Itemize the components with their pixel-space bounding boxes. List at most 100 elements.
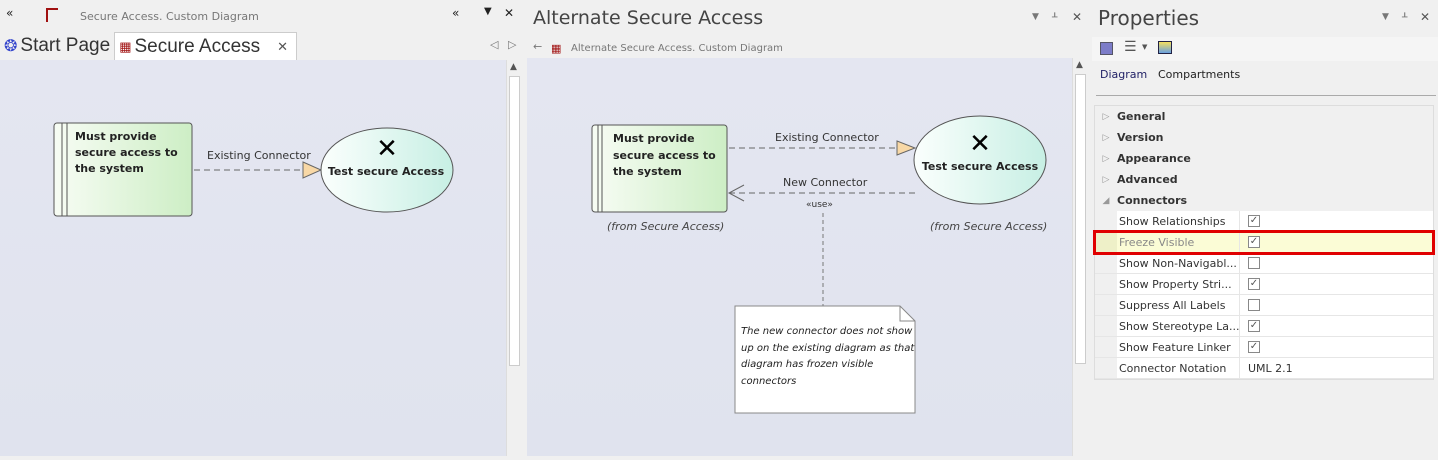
- note-text: up on the existing diagram as that: [741, 343, 915, 354]
- pin-icon[interactable]: ᚆ: [1402, 10, 1408, 23]
- diagram-icon: ▦: [119, 38, 132, 54]
- checkbox[interactable]: ✓: [1248, 278, 1260, 290]
- tab-scroll-left-icon[interactable]: ◁: [490, 38, 499, 51]
- property-row[interactable]: Show Stereotype La...✓: [1095, 316, 1433, 337]
- note-element[interactable]: The new connector does not show up on th…: [734, 305, 916, 414]
- category-label: Advanced: [1117, 173, 1178, 186]
- start-page-icon: ❂: [4, 38, 18, 55]
- note-text: connectors: [741, 376, 796, 387]
- tab-diagram[interactable]: Diagram: [1100, 68, 1148, 81]
- close-icon[interactable]: ✕: [1420, 10, 1431, 24]
- property-connector-notation[interactable]: Connector Notation UML 2.1: [1095, 358, 1433, 379]
- requirement-text: Must provide: [613, 132, 695, 145]
- checkbox[interactable]: ✓: [1248, 341, 1260, 353]
- property-name: Show Non-Navigabl...: [1117, 253, 1240, 273]
- checkbox[interactable]: ✓: [1248, 236, 1260, 248]
- property-row[interactable]: Show Non-Navigabl...: [1095, 253, 1433, 274]
- expand-icon[interactable]: ▷: [1102, 111, 1110, 122]
- property-value[interactable]: UML 2.1: [1248, 361, 1293, 375]
- property-row[interactable]: Freeze Visible ✓: [1093, 230, 1435, 255]
- existing-connector[interactable]: Existing Connector: [194, 149, 323, 179]
- dropdown-icon[interactable]: ▼: [1032, 12, 1039, 22]
- expand-icon[interactable]: ▷: [1102, 153, 1110, 164]
- note-text: diagram has frozen visible: [741, 359, 873, 370]
- category-connectors[interactable]: ◢ Connectors: [1095, 190, 1433, 211]
- expand-icon[interactable]: ▷: [1102, 174, 1110, 185]
- collapse-icon[interactable]: ◢: [1102, 195, 1110, 206]
- scroll-thumb[interactable]: [509, 76, 520, 366]
- category-advanced[interactable]: ▷ Advanced: [1095, 169, 1433, 190]
- tab-bar: ❂ Start Page ▦ Secure Access ✕: [0, 31, 298, 60]
- requirement-text: the system: [75, 162, 144, 175]
- dropdown-icon[interactable]: ▼: [1142, 43, 1148, 51]
- back-arrow-icon[interactable]: ←: [533, 40, 543, 53]
- checkbox[interactable]: [1248, 299, 1260, 311]
- from-package-label: (from Secure Access): [930, 220, 1047, 233]
- pane-title: Properties: [1098, 6, 1200, 30]
- property-name: Suppress All Labels: [1117, 295, 1240, 315]
- properties-pane: Properties ▼ ᚆ ✕ ☰ ▼ Diagram Compartment…: [1092, 0, 1438, 456]
- tab-secure-access[interactable]: ▦ Secure Access ✕: [114, 32, 298, 60]
- tab-label: Start Page: [20, 35, 111, 56]
- property-row[interactable]: Show Relationships ✓: [1095, 211, 1433, 232]
- category-label: Connectors: [1117, 194, 1188, 207]
- diagram-canvas[interactable]: Must provide secure access to the system…: [0, 60, 506, 456]
- tab-label: Secure Access: [134, 35, 261, 57]
- collapse-right-icon[interactable]: «: [452, 6, 460, 20]
- close-icon[interactable]: ✕: [1072, 10, 1083, 24]
- checkbox[interactable]: [1248, 257, 1260, 269]
- existing-connector[interactable]: Existing Connector: [729, 131, 917, 156]
- stereotype-label: «use»: [806, 200, 833, 210]
- dropdown-icon[interactable]: ▼: [484, 6, 492, 17]
- pane-title: Alternate Secure Access: [533, 7, 764, 29]
- left-diagram-pane: « Secure Access. Custom Diagram « ▼ ✕ ❂ …: [0, 0, 522, 456]
- category-appearance[interactable]: ▷Appearance: [1095, 148, 1433, 169]
- breadcrumb: Secure Access. Custom Diagram: [80, 10, 259, 23]
- property-grid: ▷General ▷Version ▷Appearance ▷Advanced …: [1093, 105, 1435, 380]
- category-general[interactable]: ▷General: [1095, 106, 1433, 127]
- scroll-up-icon[interactable]: ▲: [510, 62, 517, 72]
- tab-start-page[interactable]: ❂ Start Page: [0, 32, 114, 60]
- usecase-element[interactable]: ✕ Test secure Access: [320, 127, 454, 213]
- tab-underline: [1096, 95, 1436, 96]
- diagram-properties-icon[interactable]: [1158, 41, 1172, 54]
- pin-icon[interactable]: ᚆ: [1052, 10, 1058, 23]
- expand-icon[interactable]: ▷: [1102, 132, 1110, 143]
- connector-label: Existing Connector: [207, 149, 311, 162]
- scroll-up-icon[interactable]: ▲: [1076, 60, 1083, 70]
- new-connector[interactable]: New Connector «use»: [727, 176, 915, 210]
- requirement-element[interactable]: Must provide secure access to the system: [53, 122, 193, 217]
- property-name: Freeze Visible: [1117, 232, 1240, 252]
- vertical-scrollbar[interactable]: ▲: [1072, 58, 1088, 456]
- requirement-text: Must provide: [75, 130, 157, 143]
- connector-properties: Show Relationships ✓ Freeze Visible ✓ Show N…: [1093, 211, 1435, 358]
- usecase-element[interactable]: ✕ Test secure Access: [913, 115, 1047, 205]
- checkbox[interactable]: ✓: [1248, 215, 1260, 227]
- checkbox[interactable]: ✓: [1248, 320, 1260, 332]
- tab-scroll-right-icon[interactable]: ▷: [508, 38, 517, 51]
- note-text: The new connector does not show: [741, 326, 913, 337]
- menu-icon[interactable]: ☰: [1124, 39, 1137, 55]
- category-version[interactable]: ▷ Version: [1095, 127, 1433, 148]
- connector-label: Existing Connector: [775, 131, 879, 144]
- property-row[interactable]: Suppress All Labels: [1095, 295, 1433, 316]
- diagram: Must provide secure access to the system…: [591, 115, 1047, 414]
- close-tab-icon[interactable]: ✕: [277, 38, 289, 54]
- dropdown-icon[interactable]: ▼: [1382, 12, 1389, 22]
- alternate-diagram-pane: Alternate Secure Access ▼ ᚆ ✕ ← ▦ Altern…: [527, 0, 1090, 456]
- breadcrumb: Alternate Secure Access. Custom Diagram: [571, 43, 783, 54]
- diagram-canvas[interactable]: Must provide secure access to the system…: [527, 58, 1072, 456]
- from-package-label: (from Secure Access): [607, 220, 724, 233]
- collapse-icon[interactable]: «: [6, 6, 14, 20]
- property-row[interactable]: Show Property Stri...✓: [1095, 274, 1433, 295]
- scroll-thumb[interactable]: [1075, 74, 1086, 364]
- property-row[interactable]: Show Feature Linker ✓: [1095, 337, 1433, 358]
- close-icon[interactable]: ✕: [504, 6, 515, 20]
- category-label: Version: [1117, 131, 1164, 144]
- tab-compartments[interactable]: Compartments: [1158, 68, 1241, 81]
- save-icon[interactable]: [1100, 42, 1113, 55]
- vertical-scrollbar[interactable]: ▲: [506, 60, 522, 456]
- property-name: Show Relationships: [1117, 211, 1240, 231]
- requirement-element[interactable]: Must provide secure access to the system: [591, 124, 728, 213]
- property-name: Show Feature Linker: [1117, 337, 1240, 357]
